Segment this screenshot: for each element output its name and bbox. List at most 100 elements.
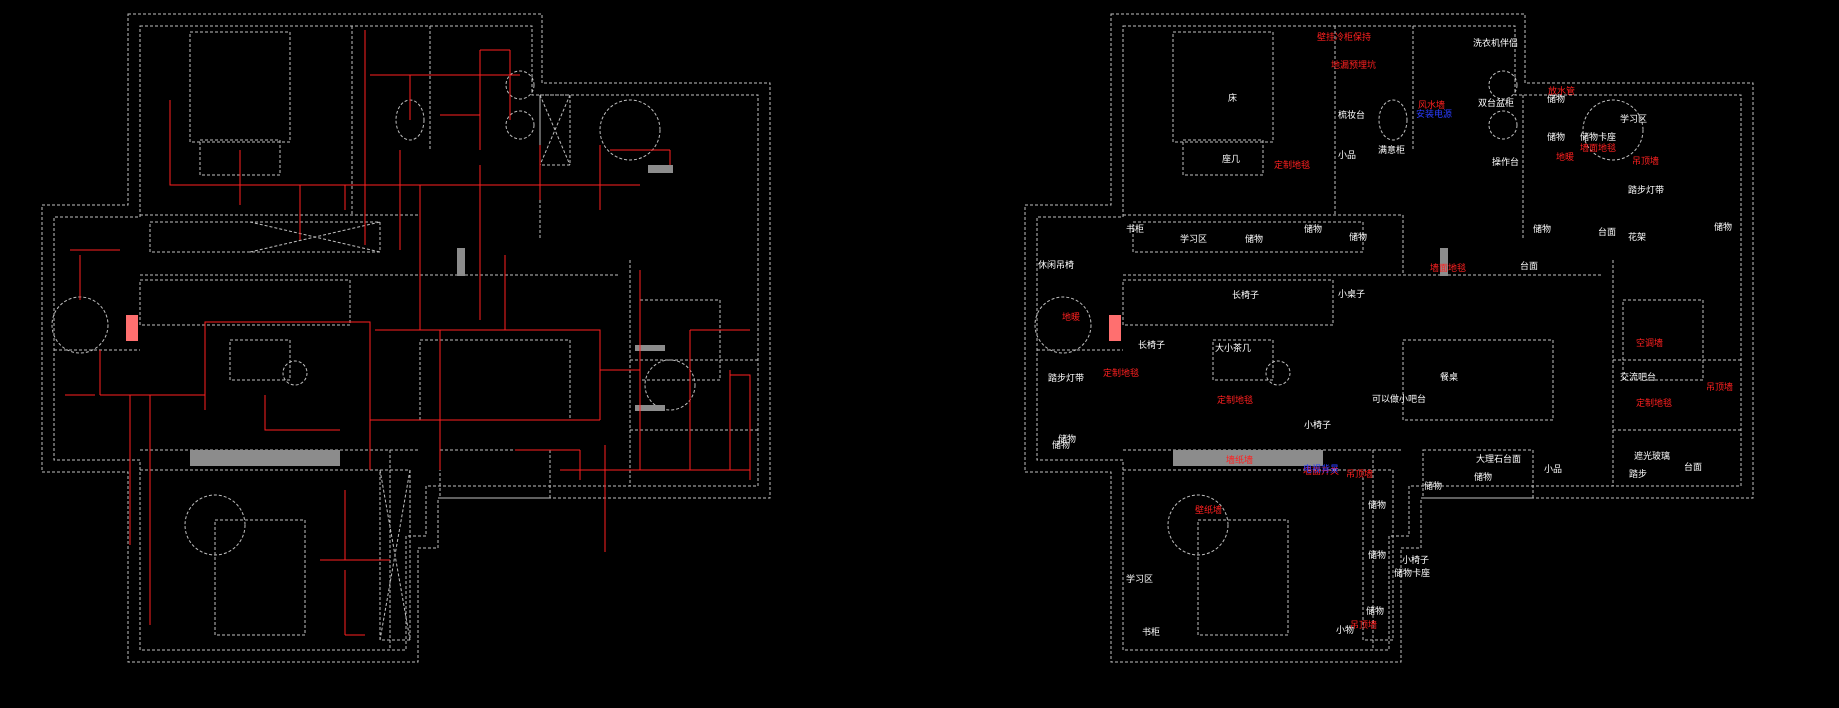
left-bed-bottom bbox=[214, 519, 306, 636]
white-label: 储物卡座 bbox=[1580, 131, 1616, 143]
wiring-kitchen bbox=[515, 270, 751, 480]
right-side-table bbox=[1265, 360, 1291, 386]
left-pink-block bbox=[126, 315, 138, 341]
white-label: 踏步 bbox=[1629, 468, 1647, 480]
red-label: 墙纸墙 bbox=[1226, 454, 1253, 466]
red-labels: 壁挂冷柜保持地漏预埋坑风水墙放水管地暖定制地毯墙面地毯吊顶墙墙面地毯地暖定制地毯… bbox=[1062, 31, 1733, 631]
right-bottom-storage bbox=[1422, 449, 1534, 499]
right-chair-swing bbox=[1034, 296, 1092, 354]
white-label: 小桌子 bbox=[1338, 288, 1365, 300]
white-label: 学习区 bbox=[1126, 573, 1153, 585]
red-label: 定制地毯 bbox=[1103, 367, 1139, 379]
right-toilet bbox=[1378, 99, 1408, 141]
red-label: 壁挂冷柜保持 bbox=[1317, 31, 1371, 43]
white-label: 大小茶几 bbox=[1215, 342, 1251, 354]
wiring-bottom-bedroom bbox=[129, 395, 390, 636]
left-door-swing bbox=[599, 99, 661, 161]
right-dining-table bbox=[1402, 339, 1554, 421]
white-label: 储物 bbox=[1714, 221, 1732, 233]
white-label: 花架 bbox=[1628, 231, 1646, 243]
white-label: 双台盆柜 bbox=[1478, 97, 1514, 109]
left-side-table bbox=[282, 360, 308, 386]
right-bottom-door bbox=[1167, 494, 1229, 556]
right-kitchen-island bbox=[1622, 299, 1704, 381]
white-label: 储物 bbox=[1366, 605, 1384, 617]
white-label: 休闲吊椅 bbox=[1038, 259, 1074, 271]
white-label: 小椅子 bbox=[1402, 554, 1429, 566]
blue-label: 电视背景 bbox=[1303, 463, 1339, 475]
red-label: 吊顶墙 bbox=[1632, 155, 1659, 167]
white-label: 储物 bbox=[1245, 233, 1263, 245]
left-cabinet-x bbox=[249, 221, 381, 253]
right-pink-block bbox=[1109, 315, 1121, 341]
white-label: 学习区 bbox=[1180, 233, 1207, 245]
red-label: 定制地毯 bbox=[1274, 159, 1310, 171]
white-label: 储物 bbox=[1533, 223, 1551, 235]
left-floor-plan bbox=[41, 13, 771, 663]
red-label: 定制地毯 bbox=[1636, 397, 1672, 409]
left-wardrobe-x bbox=[379, 469, 411, 641]
white-label: 座几 bbox=[1222, 153, 1240, 165]
white-label: 储物 bbox=[1474, 471, 1492, 483]
left-sofa bbox=[139, 279, 351, 326]
left-sink-1 bbox=[505, 70, 535, 100]
left-sink-2 bbox=[505, 110, 535, 140]
white-label: 台面 bbox=[1520, 260, 1538, 272]
left-solid-wall bbox=[190, 450, 340, 466]
white-label: 储物 bbox=[1424, 480, 1442, 492]
red-label: 墙面地毯 bbox=[1580, 142, 1616, 154]
left-bottom-door bbox=[184, 494, 246, 556]
white-label: 小品 bbox=[1338, 150, 1356, 161]
white-label: 小物 bbox=[1336, 624, 1354, 636]
white-label: 小品 bbox=[1544, 464, 1562, 475]
white-label: 储物 bbox=[1547, 93, 1565, 105]
white-label: 储物 bbox=[1368, 549, 1386, 561]
white-label: 踏步灯带 bbox=[1048, 372, 1084, 384]
white-label: 储物 bbox=[1368, 499, 1386, 511]
right-coffee-table bbox=[1212, 339, 1274, 381]
right-rug-top bbox=[1182, 139, 1264, 176]
right-cabinets bbox=[1132, 221, 1364, 253]
left-cabinets bbox=[149, 221, 381, 253]
white-label: 小椅子 bbox=[1304, 419, 1331, 431]
right-sink-1 bbox=[1488, 70, 1518, 100]
white-label: 交流吧台 bbox=[1620, 371, 1656, 383]
red-label: 空调墙 bbox=[1636, 337, 1663, 349]
left-kitchen-door bbox=[644, 359, 696, 411]
white-label: 台面 bbox=[1598, 226, 1616, 238]
white-label: 储物 bbox=[1304, 223, 1322, 235]
left-shower-x bbox=[539, 94, 571, 166]
white-label: 踏步灯带 bbox=[1628, 184, 1664, 196]
red-label: 风水墙 bbox=[1418, 99, 1445, 111]
left-bed-top bbox=[189, 31, 291, 143]
right-wardrobe bbox=[1362, 469, 1394, 641]
white-label: 长椅子 bbox=[1138, 339, 1165, 351]
right-bed-top bbox=[1172, 31, 1274, 143]
red-label: 吊顶墙 bbox=[1706, 381, 1733, 393]
white-label: 操作台 bbox=[1492, 156, 1519, 168]
white-label: 梳妆台 bbox=[1338, 109, 1365, 121]
white-label: 储物 bbox=[1052, 439, 1070, 451]
wiring-upper-rooms bbox=[169, 100, 671, 330]
white-label: 储物 bbox=[1349, 231, 1367, 243]
white-label: 储物 bbox=[1547, 131, 1565, 143]
white-label: 洗衣机伴侣 bbox=[1473, 37, 1518, 49]
red-label: 地暖 bbox=[1062, 311, 1080, 323]
red-label: 墙面地毯 bbox=[1430, 262, 1466, 274]
left-solid-kitchen-2 bbox=[635, 405, 665, 411]
red-label: 地暖 bbox=[1556, 151, 1574, 163]
left-solid-pillar bbox=[457, 248, 465, 276]
white-label: 满意柜 bbox=[1378, 144, 1405, 156]
white-labels: 洗衣机伴侣储物储物卡座学习区床梳妆台双台盆柜储物座几小品满意柜操作台踏步灯带书柜… bbox=[1038, 37, 1732, 638]
white-label: 台面 bbox=[1684, 461, 1702, 473]
red-label: 地漏预埋坑 bbox=[1331, 59, 1376, 71]
white-label: 书柜 bbox=[1142, 626, 1160, 638]
wiring-bottom-storage bbox=[560, 445, 680, 552]
white-label: 学习区 bbox=[1620, 113, 1647, 125]
red-label: 放水管 bbox=[1548, 85, 1575, 97]
white-label: 长椅子 bbox=[1232, 289, 1259, 301]
